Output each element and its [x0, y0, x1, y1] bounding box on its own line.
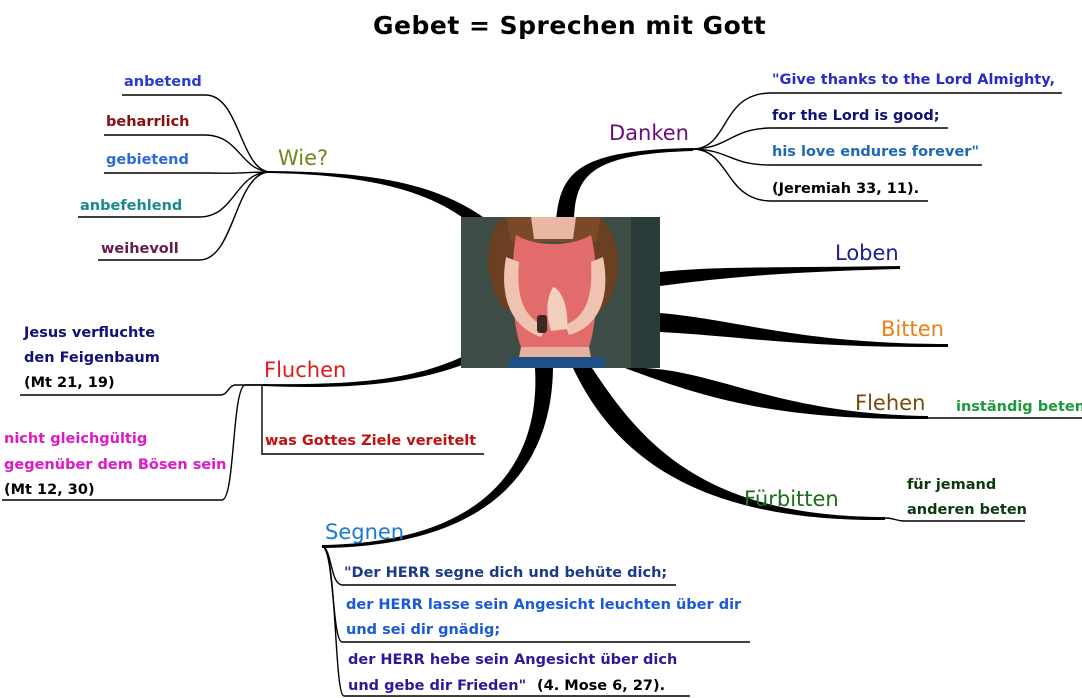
leaf-connector-beharrlich	[104, 134, 271, 173]
page-title: Gebet = Sprechen mit Gott	[373, 11, 767, 40]
leaf-danken-quote-3: his love endures forever"	[772, 144, 980, 160]
leaf-fluchen-jesus-1: Jesus verfluchte	[24, 325, 156, 341]
branch-connectors	[262, 148, 948, 548]
leaf-connector-fluchen-1	[20, 384, 262, 396]
leaf-connector-danken-3	[692, 148, 982, 166]
connector-fuerbitten	[573, 368, 885, 521]
leaf-connectors	[2, 92, 1082, 697]
leaf-fluchen-gleichgueltig-1: nicht gleichgültig	[4, 431, 148, 447]
connector-loben	[660, 266, 900, 286]
branch-segnen: Segnen	[325, 520, 405, 544]
leaf-segnen-1: "Der HERR segne dich und behüte dich;	[344, 565, 668, 581]
praying-person-image	[461, 217, 660, 368]
leaf-connector-danken-4	[692, 148, 928, 202]
leaf-connector-fuerbitten	[884, 517, 1025, 522]
leaf-gebietend: gebietend	[106, 152, 189, 168]
leaf-connector-anbefehlend	[78, 171, 271, 218]
connector-bitten	[660, 313, 948, 348]
leaf-connector-weihevoll	[98, 171, 271, 261]
branch-loben: Loben	[835, 241, 899, 265]
leaf-danken-reference: (Jeremiah 33, 11).	[772, 181, 920, 197]
leaf-segnen-reference: (4. Mose 6, 27).	[537, 678, 666, 694]
leaf-fuer-jemand: für jemand	[907, 477, 997, 493]
leaf-connector-danken-1	[692, 92, 1062, 150]
leaf-weihevoll: weihevoll	[101, 241, 179, 257]
leaf-connector-gebietend	[104, 171, 271, 174]
leaf-anderen-beten: anderen beten	[907, 502, 1027, 518]
connector-fluchen	[262, 350, 476, 387]
branch-fluchen: Fluchen	[264, 358, 347, 382]
leaf-connector-fluchen-3	[261, 385, 484, 455]
leaf-connector-fluchen-2	[2, 384, 262, 501]
leaf-segnen-4: der HERR hebe sein Angesicht über dich	[348, 652, 678, 668]
leaf-fluchen-ziele: was Gottes Ziele vereitelt	[265, 433, 477, 449]
leaf-danken-quote-1: "Give thanks to the Lord Almighty,	[772, 72, 1056, 88]
leaf-fluchen-reference-1: (Mt 21, 19)	[24, 375, 115, 391]
leaf-anbefehlend: anbefehlend	[80, 198, 183, 214]
branch-flehen: Flehen	[855, 391, 926, 415]
leaf-segnen-5: und gebe dir Frieden"	[348, 678, 527, 694]
leaf-connector-anbetend	[122, 94, 271, 173]
connector-flehen	[625, 368, 928, 420]
leaf-fluchen-reference-2: (Mt 12, 30)	[4, 482, 95, 498]
branch-bitten: Bitten	[881, 317, 944, 341]
leaf-instaendig-beten: inständig beten	[956, 399, 1082, 415]
leaf-danken-quote-2: for the Lord is good;	[772, 108, 940, 124]
leaf-beharrlich: beharrlich	[106, 114, 190, 130]
leaf-fluchen-jesus-2: den Feigenbaum	[24, 350, 160, 366]
leaf-connector-segnen-3	[321, 545, 690, 697]
leaf-connector-danken-2	[692, 127, 948, 150]
connector-danken	[556, 148, 693, 222]
branch-fuerbitten: Fürbitten	[744, 487, 839, 511]
leaf-segnen-3: und sei dir gnädig;	[346, 622, 501, 638]
leaf-segnen-2: der HERR lasse sein Angesicht leuchten ü…	[346, 597, 742, 613]
branch-danken: Danken	[609, 121, 689, 145]
connector-wie	[270, 171, 490, 230]
leaf-fluchen-gleichgueltig-2: gegenüber dem Bösen sein	[4, 457, 227, 473]
leaf-anbetend: anbetend	[124, 74, 202, 90]
branch-wie: Wie?	[278, 146, 329, 170]
